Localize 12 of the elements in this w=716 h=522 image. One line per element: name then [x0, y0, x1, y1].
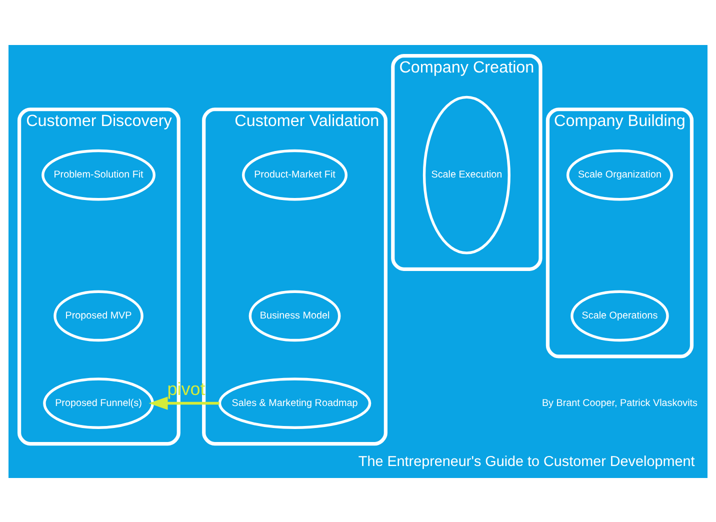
node-ellipse: Scale Organization [566, 148, 674, 200]
node-ellipse: Business Model [248, 290, 341, 342]
node-ellipse: Proposed Funnel(s) [43, 377, 154, 428]
arrow [148, 396, 220, 410]
node-ellipse: Scale Execution [422, 95, 510, 254]
node-ellipse: Product-Market Fit [242, 148, 348, 200]
node-ellipse: Scale Operations [570, 290, 669, 342]
caption: The Entrepreneur's Guide to Customer Development [358, 454, 695, 470]
node-ellipse: Proposed MVP [54, 290, 144, 342]
label: By Brant Cooper, Patrick Vlaskovits [542, 397, 698, 408]
node-ellipse: Sales & Marketing Roadmap [218, 377, 372, 428]
node-ellipse: Problem-Solution Fit [42, 148, 156, 200]
